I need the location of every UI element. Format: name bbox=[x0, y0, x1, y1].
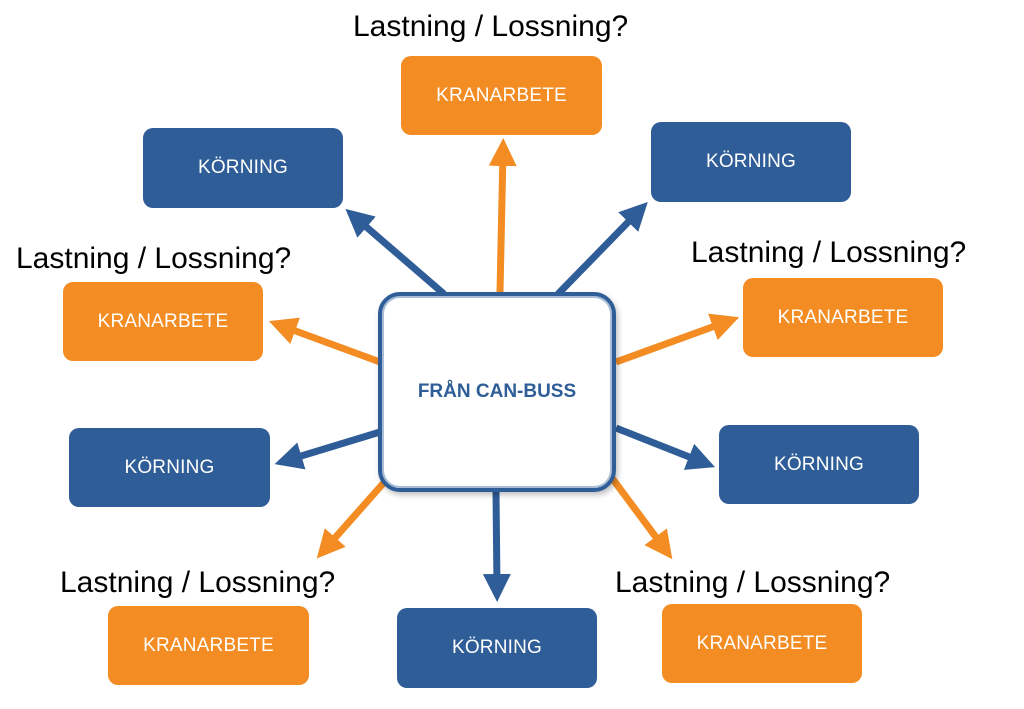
arrow-bottom-korning bbox=[482, 491, 511, 602]
korning-box-top-right: KÖRNING bbox=[651, 122, 851, 202]
arrow-top-right-korning bbox=[555, 201, 648, 297]
korning-box-right: KÖRNING bbox=[719, 425, 919, 504]
center-can-buss-box: FRÅN CAN-BUSS bbox=[378, 292, 616, 492]
question-top: Lastning / Lossning? bbox=[353, 10, 629, 43]
korning-box-left: KÖRNING bbox=[69, 428, 270, 507]
arrow-right-korning bbox=[614, 424, 716, 470]
kranarbete-box-left: KRANARBETE bbox=[63, 282, 263, 361]
arrow-left-kranarbete bbox=[268, 317, 382, 366]
arrow-left-korning bbox=[274, 428, 382, 470]
arrow-top-left-korning bbox=[345, 208, 447, 297]
kranarbete-box-bottom-right: KRANARBETE bbox=[662, 604, 862, 683]
question-right: Lastning / Lossning? bbox=[691, 236, 967, 269]
arrow-bottom-right-kranarbete bbox=[609, 475, 673, 560]
arrow-right-kranarbete bbox=[614, 313, 740, 366]
question-bottom-left: Lastning / Lossning? bbox=[60, 566, 336, 599]
korning-box-top-left: KÖRNING bbox=[143, 128, 343, 208]
arrow-top-kranarbete bbox=[488, 138, 517, 293]
korning-box-bottom: KÖRNING bbox=[397, 608, 597, 688]
question-bottom-right: Lastning / Lossning? bbox=[615, 566, 891, 599]
question-left: Lastning / Lossning? bbox=[16, 242, 292, 275]
kranarbete-box-right: KRANARBETE bbox=[743, 278, 943, 357]
kranarbete-box-top: KRANARBETE bbox=[401, 56, 602, 135]
arrow-bottom-left-kranarbete bbox=[316, 475, 391, 559]
center-label: FRÅN CAN-BUSS bbox=[417, 381, 577, 402]
kranarbete-box-bottom-left: KRANARBETE bbox=[108, 606, 309, 685]
